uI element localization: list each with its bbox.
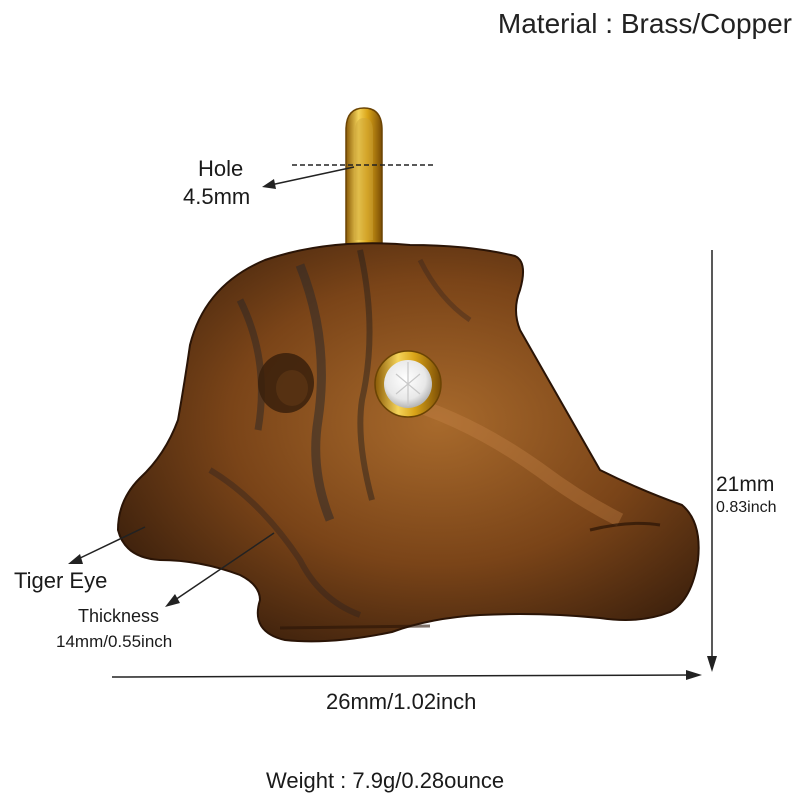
- width-label: 26mm/1.02inch: [326, 689, 477, 714]
- material-name-label: Tiger Eye: [14, 568, 108, 593]
- thickness-indicator-arrow: [165, 532, 275, 607]
- width-dimension: [111, 670, 702, 680]
- thickness-value: 14mm/0.55inch: [56, 632, 173, 651]
- material-indicator-arrow: [68, 526, 146, 564]
- hole-indicator: [262, 164, 434, 189]
- material-title: Material : Brass/Copper: [497, 8, 792, 39]
- height-inch-label: 0.83inch: [716, 499, 777, 516]
- thickness-label: Thickness: [78, 606, 160, 626]
- weight-label: Weight : 7.9g/0.28ounce: [266, 768, 505, 793]
- height-dimension: [707, 250, 717, 672]
- gold-bail: [345, 107, 383, 246]
- hole-size-label: 4.5mm: [183, 184, 251, 209]
- height-mm-label: 21mm: [716, 473, 775, 496]
- hole-label: Hole: [198, 156, 244, 181]
- crystal-eye-icon: [374, 350, 442, 418]
- tiger-eye-dolphin: [116, 242, 700, 643]
